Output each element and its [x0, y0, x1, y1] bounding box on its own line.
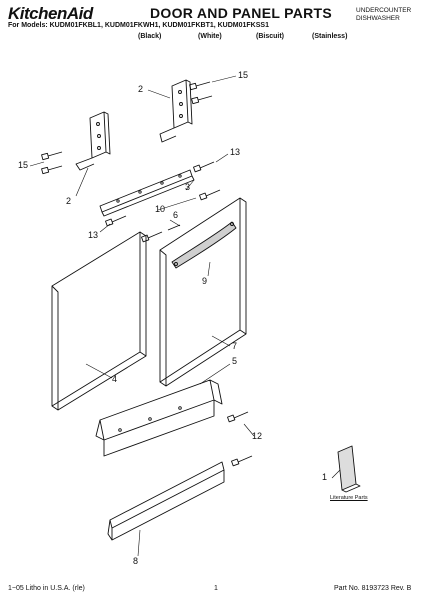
models-line: For Models: KUDM01FKBL1, KUDM01FKWH1, KU…	[8, 22, 269, 29]
screw-12	[227, 411, 253, 467]
kitchenaid-logo: KitchenAid	[8, 4, 93, 23]
footer-page-number: 1	[214, 585, 218, 592]
callout-10: 10	[155, 204, 166, 214]
hinge-bracket-left	[75, 111, 111, 171]
callout-5: 5	[232, 356, 238, 366]
callout-9: 9	[202, 276, 208, 286]
callout-13-left: 13	[88, 230, 99, 240]
callout-2-top: 2	[138, 84, 144, 94]
door-handle	[171, 221, 237, 269]
screw-15-right	[189, 81, 213, 105]
screw-13-right	[193, 161, 215, 173]
screw-15-left	[41, 151, 63, 175]
screw-13-left	[105, 215, 127, 227]
variant-stainless: (Stainless)	[312, 33, 348, 40]
variant-white: (White)	[198, 33, 222, 40]
fastener-10	[199, 189, 221, 201]
mounting-rail	[99, 169, 195, 217]
callout-12: 12	[252, 431, 263, 441]
product-type-line2: DISHWASHER	[356, 15, 400, 22]
toe-panel-bracket	[95, 379, 223, 457]
variant-black: (Black)	[138, 33, 162, 40]
product-type-line1: UNDERCOUNTER	[356, 7, 412, 14]
callout-4: 4	[112, 374, 118, 384]
callout-1: 1	[322, 472, 328, 482]
callout-2-left: 2	[66, 196, 72, 206]
callout-15-right: 15	[238, 70, 249, 80]
kick-plate	[107, 461, 225, 541]
callout-6: 6	[173, 210, 179, 220]
callout-3: 3	[185, 182, 191, 192]
callout-15-left: 15	[18, 160, 29, 170]
page-title: DOOR AND PANEL PARTS	[150, 5, 333, 21]
footer-litho: 1−05 Litho in U.S.A. (rle)	[8, 585, 85, 592]
leader-lines	[29, 75, 341, 557]
side-panel-left	[51, 231, 147, 411]
callout-8: 8	[133, 556, 139, 566]
footer-part-number: Part No. 8193723 Rev. B	[334, 585, 412, 592]
door-panel	[159, 197, 247, 387]
product-type-note: UNDERCOUNTER DISHWASHER	[356, 7, 411, 23]
fastener-6	[141, 224, 181, 243]
variant-biscuit: (Biscuit)	[256, 33, 284, 40]
literature-parts-booklet	[337, 445, 361, 493]
callout-7: 7	[232, 341, 238, 351]
literature-parts-label: Literature Parts	[330, 495, 368, 501]
hinge-bracket-right	[159, 79, 193, 143]
callout-13-right: 13	[230, 147, 241, 157]
